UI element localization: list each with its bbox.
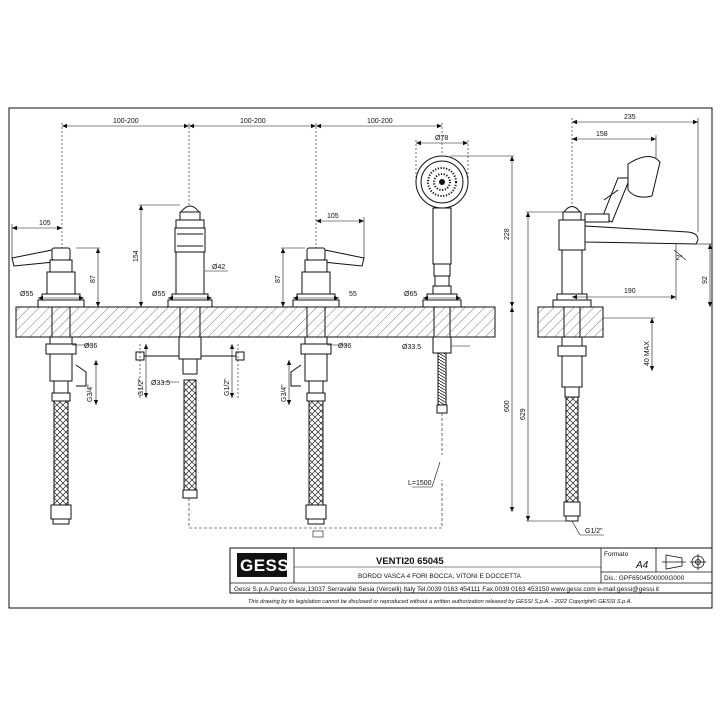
drawing-code: Dis.: GPF6504500000G000: [604, 575, 685, 582]
dim-valve-right-height: 87: [275, 275, 282, 283]
dim-side-projection: 190: [624, 288, 636, 295]
projection-symbol-icon: [662, 554, 706, 570]
dim-side-angle: 2°: [676, 254, 683, 262]
dim-side-spout-reach: 158: [596, 131, 608, 138]
title-block: GESSI VENTI20 65045 BORDO VASCA 4 FORI B…: [229, 547, 713, 605]
dim-base-left: Ø55: [20, 291, 33, 298]
dim-shower-head: Ø78: [435, 135, 448, 142]
left-lever-handle: [11, 249, 55, 267]
dim-thread-spout-b: G1/2": [224, 378, 231, 396]
dim-lever-left: 105: [39, 220, 51, 227]
dim-base-right: 55: [349, 291, 357, 298]
drawing-frame: [8, 107, 713, 609]
dim-spout-height: 154: [133, 250, 140, 262]
legal-note: This drawing by its legislation cannot b…: [248, 598, 632, 605]
right-valve: [290, 247, 365, 525]
svg-text:GESSI: GESSI: [240, 556, 294, 575]
product-code: VENTI20 65045: [376, 556, 444, 567]
dim-hose-drop: 600: [504, 400, 511, 412]
dim-base-shower: Ø65: [404, 291, 417, 298]
left-valve: [11, 247, 87, 525]
dim-shower-height: 228: [504, 228, 511, 240]
deck-slab: [15, 306, 604, 338]
dim-spacing-1: 100-200: [113, 118, 139, 125]
dim-lever-right: 105: [327, 213, 339, 220]
dim-side-total-height: 629: [520, 408, 527, 420]
company-address: Gessi S.p.A.Parco Gessi,13037 Serravalle…: [234, 586, 659, 593]
spout-body: [135, 205, 245, 499]
dim-spacing-3: 100-200: [367, 118, 393, 125]
dim-spout-diam: Ø42: [212, 264, 225, 271]
dim-shank-right: Ø36: [338, 343, 351, 350]
side-spout-arm: [584, 225, 699, 245]
dim-side-spout-height: 92: [702, 276, 709, 284]
format-label: Formato: [604, 551, 629, 558]
dimension-lines: [11, 118, 713, 538]
dim-side-thread: G1/2": [585, 528, 603, 535]
format-value: A4: [635, 560, 649, 571]
dim-shank-spout: Ø33.5: [151, 380, 170, 387]
hand-shower: [415, 155, 469, 414]
gessi-logo: GESSI: [237, 553, 294, 577]
spout-knob-top: [179, 205, 201, 213]
dimension-labels: 100-200 100-200 100-200 105 105 87 87 15…: [20, 114, 709, 535]
side-view: [552, 156, 699, 522]
dim-valve-left-height: 87: [90, 275, 97, 283]
dim-side-total-width: 235: [624, 114, 636, 121]
dim-base-spout: Ø55: [152, 291, 165, 298]
dim-shank-shower: Ø33.5: [402, 344, 421, 351]
right-lever-handle: [322, 249, 365, 267]
dim-thread-left: G3/4": [87, 384, 94, 402]
dim-spacing-2: 100-200: [240, 118, 266, 125]
dim-side-max-thickness: 40 MAX: [644, 341, 651, 366]
dim-shank-left: Ø36: [84, 343, 97, 350]
product-description: BORDO VASCA 4 FORI BOCCA, VITONI E DOCCE…: [358, 573, 522, 580]
dim-thread-spout-a: G1/2": [138, 378, 145, 396]
dim-thread-right: G3/4": [281, 384, 288, 402]
dim-hose-length: L=1500: [408, 480, 432, 487]
